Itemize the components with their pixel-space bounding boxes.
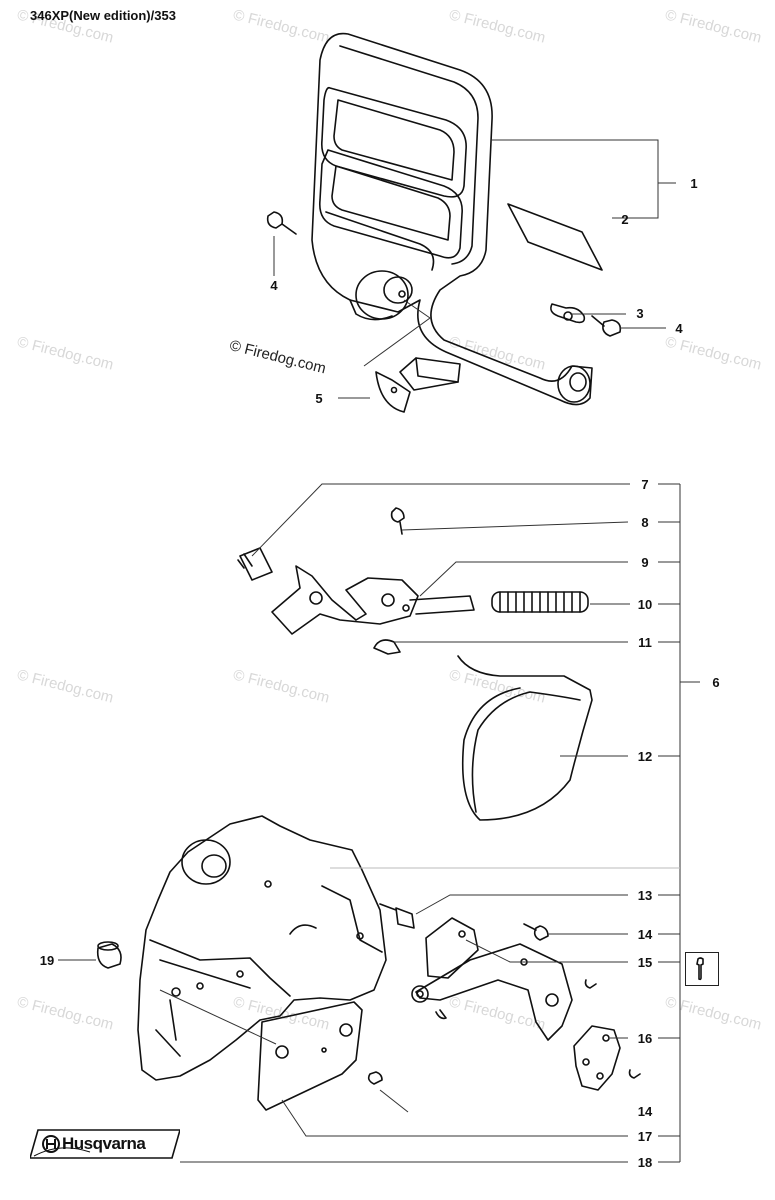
- callout-label: 10: [637, 597, 653, 612]
- callout-label: 7: [641, 477, 649, 492]
- pin-part: [379, 903, 415, 929]
- screw-part: [266, 211, 297, 235]
- brake-band-part: [457, 655, 593, 821]
- callout-label: 19: [39, 953, 55, 968]
- leader-line: [159, 989, 277, 1045]
- leader-line: [379, 1089, 409, 1113]
- guide-plate-part: [411, 917, 597, 1041]
- clutch-cover-part: [137, 815, 387, 1081]
- callout-label: 3: [636, 306, 644, 321]
- wrench-icon: [685, 952, 719, 986]
- bracket-part: [375, 357, 461, 413]
- callout-label: 11: [638, 635, 652, 650]
- callout-label: 14: [637, 927, 653, 942]
- decal-part: [507, 203, 603, 271]
- callout-label: 14: [637, 1104, 653, 1119]
- cover-plate-part: [257, 1001, 363, 1111]
- adjuster-block-part: [573, 1025, 641, 1091]
- leader-line: [401, 521, 629, 531]
- screw-part: [523, 923, 549, 941]
- clip-part: [373, 639, 401, 655]
- leader-line: [363, 299, 431, 367]
- screw-part: [591, 315, 622, 337]
- callout-label: 2: [621, 212, 629, 227]
- leader-line: [281, 1099, 628, 1137]
- bolt-part: [237, 547, 273, 581]
- leader-line: [492, 139, 659, 219]
- brake-lever-part: [271, 565, 475, 635]
- cap-part: [96, 941, 122, 969]
- callout-label: 1: [690, 176, 698, 191]
- callout-label: 16: [637, 1031, 653, 1046]
- callout-label: 18: [637, 1155, 653, 1170]
- callout-label: 4: [270, 278, 278, 293]
- leader-line: [251, 483, 630, 557]
- callout-label: 12: [637, 749, 653, 764]
- callout-label: 17: [637, 1129, 653, 1144]
- leader-line: [465, 939, 628, 963]
- leader-line: [658, 483, 680, 1163]
- callout-label: 9: [641, 555, 649, 570]
- husqvarna-logo: [30, 1129, 180, 1159]
- callout-label: 5: [315, 391, 323, 406]
- hand-guard-part: [311, 32, 593, 406]
- brand-name: Husqvarna: [62, 1134, 146, 1153]
- callout-label: 4: [675, 321, 683, 336]
- callout-label: 6: [712, 675, 720, 690]
- callout-label: 13: [637, 888, 653, 903]
- leader-line: [415, 894, 628, 915]
- callout-label: 8: [641, 515, 649, 530]
- spring-part: [491, 591, 589, 613]
- leader-line: [419, 561, 628, 597]
- callout-label: 15: [637, 955, 653, 970]
- small-screw-part: [390, 507, 405, 535]
- screw-part: [367, 1071, 383, 1085]
- nut-part: [550, 303, 586, 324]
- page-title: 346XP(New edition)/353: [30, 8, 176, 23]
